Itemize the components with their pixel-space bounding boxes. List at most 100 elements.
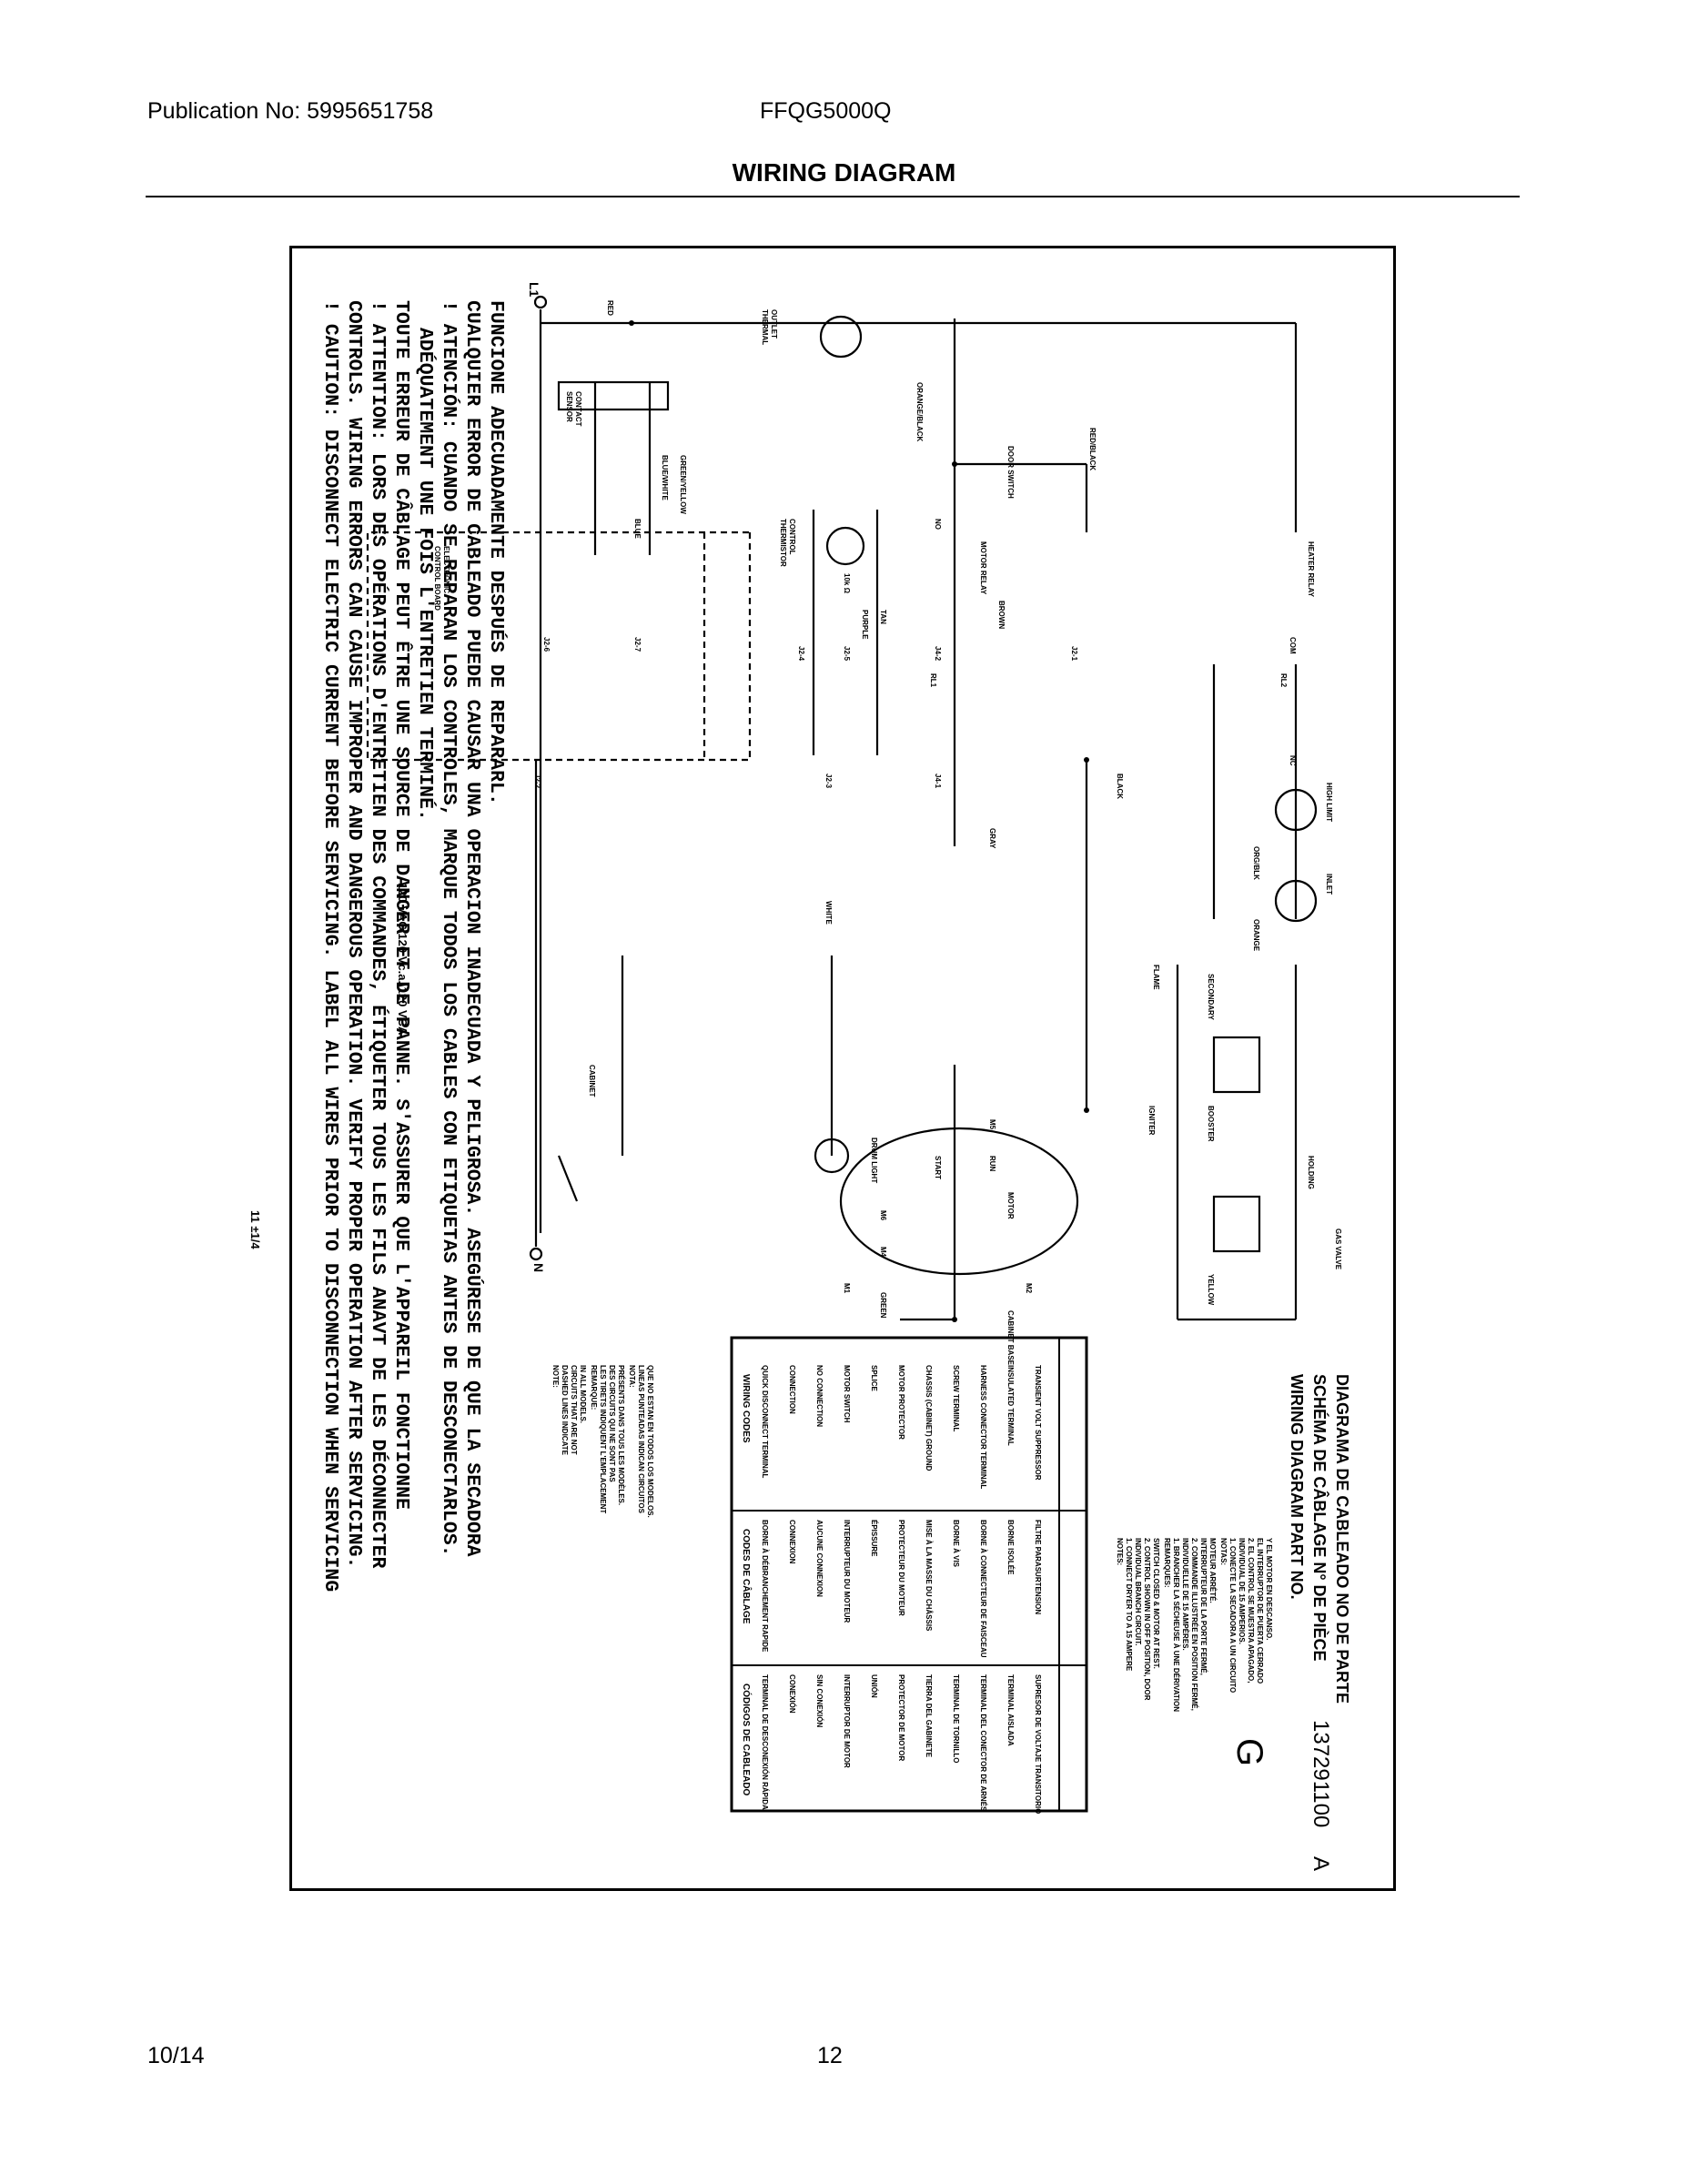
terminal-nc: NC <box>1289 755 1297 766</box>
n-label: N <box>531 1263 546 1273</box>
drum-light-label: DRUM LIGHT <box>870 1138 878 1184</box>
part-label-en: WIRING DIAGRAM PART NO. <box>1288 1374 1306 1600</box>
legend-row-2-es: SIN CONEXIÓN <box>815 1674 824 1728</box>
publication-number: Publication No: 5995651758 <box>147 98 434 124</box>
service-note-5: REMARQUES: <box>1163 1538 1171 1588</box>
legend-row-10-en: TRANSIENT VOLT SUPPRESSOR <box>1034 1365 1042 1481</box>
legend-row-8-es: TERMINAL DEL CONECTOR DE ARNÉS <box>979 1674 987 1812</box>
wire-red-label: RED <box>606 300 614 316</box>
wire-blue-white-label: BLUE/WHITE <box>661 455 669 500</box>
service-note-12: 1. CONECTE LA SECADORA A UN CIRCUITO <box>1228 1538 1237 1694</box>
service-note-14: 2. EL CONTROL SE MUESTRA APAGADO, <box>1247 1538 1255 1684</box>
heater-relay-label: HEATER RELAY <box>1307 541 1315 597</box>
legend-row-0-fr: BORNE À DÉBRANCHEMENT RAPIDE <box>761 1520 769 1653</box>
wire-org-blk-label: ORG/BLK <box>1252 846 1260 880</box>
terminal-j2-6: J2-6 <box>542 637 551 652</box>
note-en-2: DASHED LINES INDICATE <box>561 1365 569 1455</box>
legend-row-7-es: TERMINAL DE TORNILLO <box>952 1674 960 1764</box>
service-note-3: 2. CONTROL SHOWN IN OFF POSITION, DOOR <box>1143 1538 1151 1701</box>
page-number: 12 <box>817 2043 843 2068</box>
service-note-4: SWITCH CLOSED & MOTOR AT REST. <box>1152 1538 1160 1669</box>
legend-row-9-fr: BORNE ISOLÉE <box>1006 1520 1015 1575</box>
legend-row-1-es: CONEXIÓN <box>788 1674 796 1714</box>
note-en-1: NOTE: <box>551 1365 560 1388</box>
diagram-frame <box>289 246 1396 1891</box>
legend-header-en: WIRING CODES <box>741 1374 751 1443</box>
legend-row-3-es: INTERRUPTOR DE MOTOR <box>843 1674 851 1768</box>
terminal-m6: M6 <box>879 1210 887 1221</box>
wire-green-label: GREEN <box>879 1292 887 1319</box>
service-note-15: EL INTERRUPTOR DE PUERTA CERRADO <box>1256 1538 1264 1684</box>
terminal-m4: M4 <box>879 1247 887 1258</box>
note-fr-3: DES CIRCUITS QUI NE SONT PAS <box>608 1365 616 1482</box>
legend-row-7-en: SCREW TERMINAL <box>952 1365 960 1432</box>
legend-row-1-fr: CONNEXION <box>788 1520 796 1564</box>
legend-row-5-en: MOTOR PROTECTOR <box>897 1365 905 1440</box>
legend-row-3-en: MOTOR SWITCH <box>843 1365 851 1423</box>
terminal-m2: M2 <box>1025 1283 1033 1294</box>
note-en-4: IN ALL MODELS. <box>579 1365 587 1423</box>
note-fr-2: LES TIRETS INDIQUENT L'EMPLACEMENT <box>599 1365 607 1514</box>
legend-row-4-en: SPLICE <box>870 1365 878 1391</box>
terminal-j2-7: J2-7 <box>633 637 642 652</box>
note-fr-4: PRÉSENTS DANS TOUS LES MODÈLES. <box>617 1365 625 1506</box>
cabinet-base-label: CABINET BASE <box>1006 1310 1015 1366</box>
high-limit-label: HIGH LIMIT <box>1325 783 1333 823</box>
control-thermistor-label-2: THERMISTOR <box>779 519 787 567</box>
terminal-j2-2: J2-2 <box>533 774 541 789</box>
page-title: WIRING DIAGRAM <box>732 158 956 187</box>
gas-valve-label: GAS VALVE <box>1334 1228 1342 1270</box>
legend-row-10-es: SUPRESOR DE VOLTAJE TRANSITORIO <box>1034 1674 1042 1815</box>
door-switch-label: DOOR SWITCH <box>1006 446 1015 499</box>
service-note-13: INDIVIDUAL DE 15 AMPERIOS. <box>1238 1538 1246 1644</box>
service-note-8: 2. COMMANDE ILLUSTRÉE EN POSITION FERMÉ, <box>1190 1538 1198 1711</box>
terminal-j2-5: J2-5 <box>843 646 851 662</box>
legend-row-10-fr: FILTRE PARASURTENSION <box>1034 1520 1042 1615</box>
wiring-diagram: ! CAUTION: DISCONNECT ELECTRIC CURRENT B… <box>248 246 1396 1891</box>
outlet-limiter-label: OUTLET <box>770 309 778 339</box>
footer-date: 10/14 <box>147 2043 205 2068</box>
service-note-0: NOTES: <box>1116 1538 1124 1566</box>
wire-orange-black-label: ORANGE/BLACK <box>915 382 924 442</box>
part-label-es: DIAGRAMA DE CABLEADO NO DE PARTE <box>1333 1374 1351 1704</box>
control-board-label: ELECTRONIC <box>442 546 450 593</box>
service-note-10: MOTEUR ARRÊTÉ. <box>1208 1538 1217 1603</box>
start-winding-label: START <box>934 1156 942 1180</box>
contact-sensor-label: CONTACT <box>574 391 582 427</box>
booster-coil-label: BOOSTER <box>1207 1106 1215 1142</box>
legend-row-9-en: INSULATED TERMINAL <box>1006 1365 1015 1446</box>
service-note-1: 1. CONNECT DRYER TO A 15 AMPERE <box>1125 1538 1133 1672</box>
legend-header-es: CÓDIGOS DE CABLEADO <box>741 1684 751 1796</box>
part-number: 137291100 <box>1309 1720 1333 1828</box>
service-note-16: Y EL MOTOR EN DESCANSO. <box>1265 1538 1273 1641</box>
run-winding-label: RUN <box>988 1156 996 1172</box>
wire-yellow-label: YELLOW <box>1207 1274 1215 1306</box>
terminal-j4-2: J4-2 <box>934 646 942 662</box>
legend-row-5-es: PROTECTOR DE MOTOR <box>897 1674 905 1762</box>
l1-label: L1 <box>527 282 541 298</box>
control-thermistor-label: CONTROL <box>788 519 796 555</box>
holding-coil-label: HOLDING <box>1307 1156 1315 1189</box>
terminal-m1: M1 <box>843 1283 851 1294</box>
terminal-j2-4: J2-4 <box>797 646 805 662</box>
legend-row-1-en: CONNECTION <box>788 1365 796 1414</box>
part-letter: G <box>1229 1738 1269 1767</box>
wire-purple-label: PURPLE <box>861 610 869 640</box>
wire-blue-label: BLUE <box>633 519 642 539</box>
model-number: FFQG5000Q <box>760 98 892 124</box>
note-fr-1: REMARQUE: <box>590 1365 598 1410</box>
cabinet-switch-label: CABINET <box>588 1065 596 1097</box>
note-es-2: LINEAS PUNTEADAS INDICAN CIRCUITOS <box>637 1365 645 1513</box>
legend-row-6-fr: MISE À LA MASSE DU CHÂSSIS <box>925 1520 933 1632</box>
wire-brown-label: BROWN <box>997 601 1006 630</box>
terminal-no: NO <box>934 519 942 530</box>
terminal-j2-3: J2-3 <box>824 774 833 789</box>
igniter-label: IGNITER <box>1147 1106 1156 1136</box>
wire-black-label: BLACK <box>1116 774 1124 799</box>
legend-row-8-fr: BORNE À CONNECTEUR DE FAISCEAU <box>979 1520 987 1658</box>
service-note-2: INDIVIDUAL BRANCH CIRCUIT. <box>1134 1538 1142 1646</box>
terminal-m5: M5 <box>988 1119 996 1130</box>
secondary-coil-label: SECONDARY <box>1207 974 1215 1020</box>
legend-row-0-es: TERMINAL DE DESCONEXIÓN RÁPIDA <box>761 1674 769 1810</box>
wire-tan-label: TAN <box>879 610 887 624</box>
